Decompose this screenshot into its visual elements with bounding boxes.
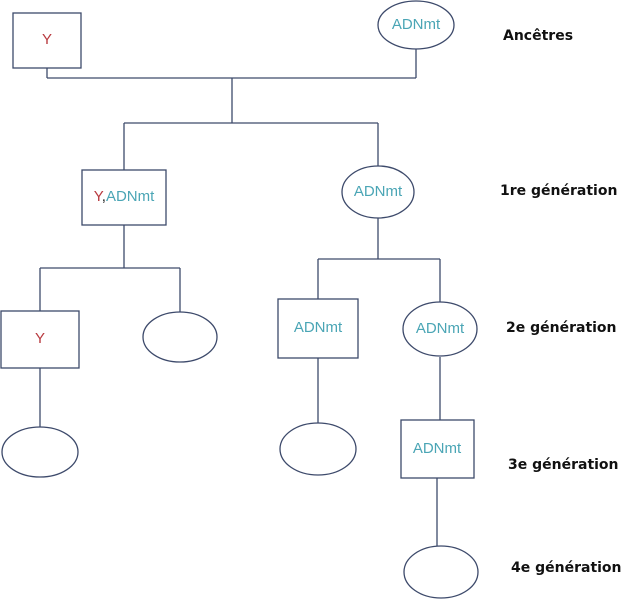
gen4-empty-circle bbox=[403, 545, 479, 599]
generation-label-1: 1re génération bbox=[500, 183, 617, 199]
gen2-female-circle bbox=[402, 301, 478, 357]
gen1-male-square bbox=[81, 169, 167, 226]
gen1-female-circle bbox=[341, 165, 415, 219]
gen1-male-y-label: Y bbox=[94, 188, 104, 205]
gen3-male-square bbox=[400, 419, 475, 479]
ancestor-male-label: Y bbox=[42, 31, 52, 48]
gen1-male-mt-label: ADNmt bbox=[106, 188, 155, 205]
generation-label-2: 2e génération bbox=[506, 320, 617, 336]
gen2-male-a-square bbox=[0, 310, 80, 369]
generation-label-3: 3e génération bbox=[508, 457, 619, 473]
gen1-male-separator: , bbox=[102, 188, 106, 205]
ancestor-male-square bbox=[12, 12, 82, 69]
gen2-male-a-label: Y bbox=[35, 330, 45, 347]
connector-lines bbox=[39, 49, 441, 546]
gen3-empty-circle-left bbox=[1, 426, 79, 478]
ancestor-female-circle bbox=[377, 0, 455, 50]
gen2-female-label: ADNmt bbox=[416, 320, 465, 337]
gen1-male-label: Y,ADNmt bbox=[94, 188, 155, 205]
gen2-male-b-label: ADNmt bbox=[294, 319, 343, 336]
ancestor-female-label: ADNmt bbox=[392, 16, 441, 33]
gen2-female-empty-circle bbox=[142, 311, 218, 363]
gen3-male-label: ADNmt bbox=[413, 440, 462, 457]
generation-label-ancestors: Ancêtres bbox=[503, 28, 573, 44]
gen3-empty-circle-middle bbox=[279, 422, 357, 476]
gen1-female-label: ADNmt bbox=[354, 183, 403, 200]
gen2-male-b-square bbox=[277, 298, 359, 359]
generation-label-4: 4e génération bbox=[511, 560, 622, 576]
